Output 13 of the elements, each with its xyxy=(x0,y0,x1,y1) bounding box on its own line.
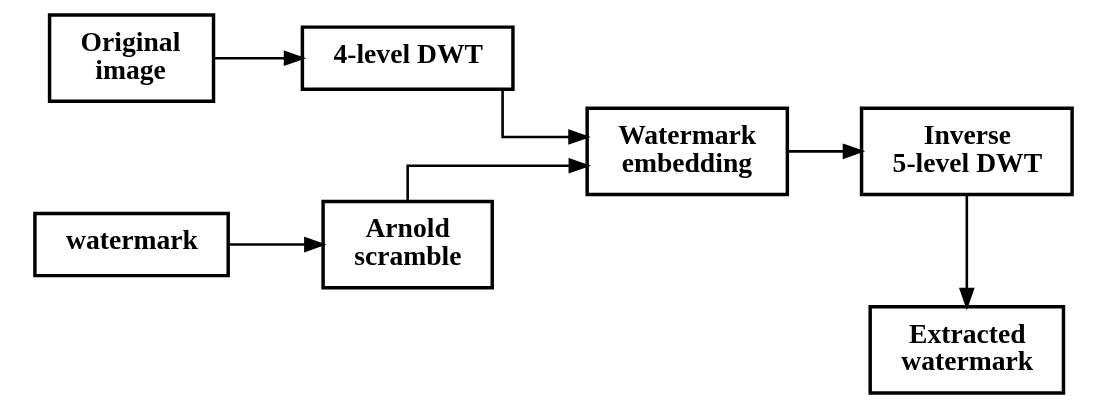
node-box: Extracted watermark xyxy=(868,304,1066,395)
arrow xyxy=(787,143,866,160)
node-box: 4-level DWT xyxy=(300,25,515,91)
node-box: watermark xyxy=(33,211,230,278)
node-box: Inverse 5-level DWT xyxy=(859,106,1074,197)
node-box: Watermark embedding xyxy=(585,106,790,197)
node-box: Original image xyxy=(47,13,216,104)
node-box: Arnold scramble xyxy=(321,199,494,290)
arrow xyxy=(228,236,327,253)
arrow xyxy=(406,157,592,201)
arrow xyxy=(958,194,975,311)
arrow xyxy=(213,50,307,67)
arrow xyxy=(501,89,591,145)
